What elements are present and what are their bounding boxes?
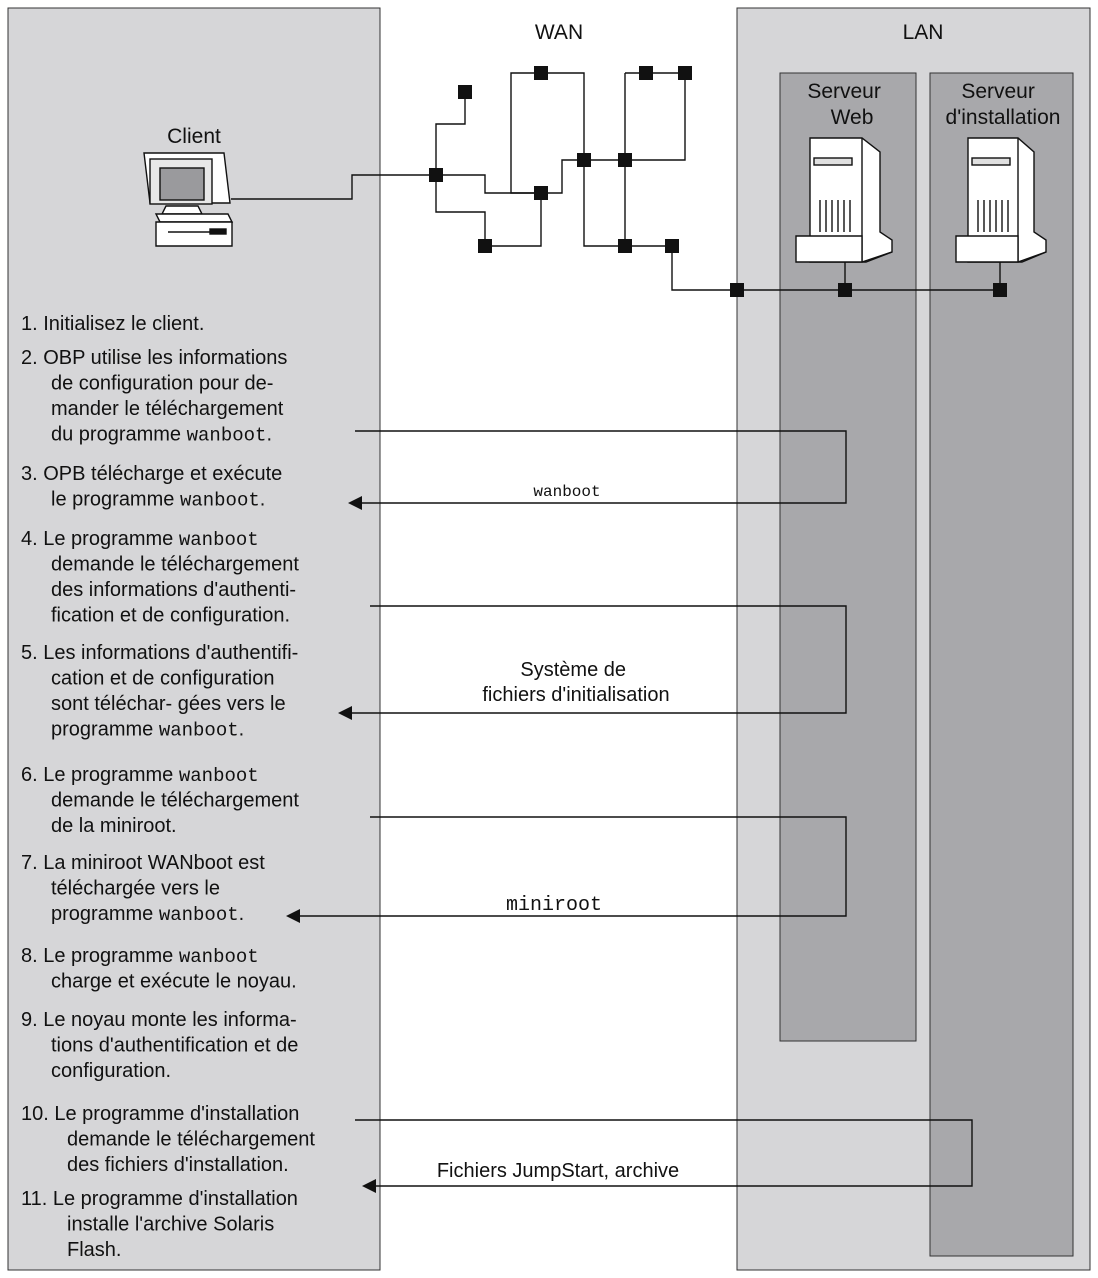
transfer-wanboot: wanboot [348, 430, 847, 510]
step-2-line-4: du programme wanboot. [51, 424, 272, 447]
step-6-line-2: demande le téléchargement [51, 790, 299, 812]
wan-network [231, 66, 1007, 297]
web-server-label: Serveur Web [807, 80, 886, 129]
step-10-line-2: demande le téléchargement [67, 1129, 315, 1151]
step-8-line-1: 8. Le programme wanboot [21, 945, 259, 968]
miniroot-transfer-label: miniroot [506, 894, 602, 917]
install-server-column [929, 72, 1074, 1257]
transfer-miniroot: miniroot [286, 816, 847, 923]
step-5-line-1: 5. Les informations d'authentifi- [21, 642, 298, 664]
arrowhead-icon [362, 1179, 376, 1193]
step-1-line-1: 1. Initialisez le client. [21, 313, 204, 335]
step-10-line-3: des fichiers d'installation. [67, 1154, 289, 1176]
step-11-line-3: Flash. [67, 1239, 121, 1261]
bootfs-transfer-label: Système de fichiers d'initialisation [482, 659, 669, 706]
step-4-line-1: 4. Le programme wanboot [21, 528, 259, 551]
install-server-label: Serveur d'installation [946, 80, 1061, 129]
steps-list: 1. Initialisez le client. 2. OBP utilise … [21, 313, 315, 1261]
step-6-line-3: de la miniroot. [51, 815, 177, 837]
step-5-line-3: sont téléchar- gées vers le [51, 693, 286, 715]
step-6-line-1: 6. Le programme wanboot [21, 764, 259, 787]
client-computer-icon [143, 152, 234, 247]
step-9-line-3: configuration. [51, 1060, 171, 1082]
arrowhead-icon [286, 909, 300, 923]
step-10-line-1: 10. Le programme d'installation [21, 1103, 299, 1125]
client-label: Client [167, 125, 221, 148]
step-3-line-1: 3. OPB télécharge et exécute [21, 463, 282, 485]
step-5-line-4: programme wanboot. [51, 719, 244, 742]
install-server-icon [955, 137, 1047, 263]
step-4-line-2: demande le téléchargement [51, 554, 299, 576]
step-8-line-2: charge et exécute le noyau. [51, 971, 297, 993]
step-7-line-3: programme wanboot. [51, 903, 244, 926]
step-2-line-1: 2. OBP utilise les informations [21, 347, 287, 369]
arrowhead-icon [348, 496, 362, 510]
step-2-line-3: mander le téléchargement [51, 398, 284, 420]
step-3-line-2: le programme wanboot. [51, 489, 265, 512]
step-9-line-1: 9. Le noyau monte les informa- [21, 1009, 297, 1031]
wan-label: WAN [535, 21, 583, 44]
lan-label: LAN [903, 21, 944, 44]
web-server-icon [795, 137, 893, 263]
step-9-line-2: tions d'authentification et de [51, 1035, 298, 1057]
step-11-line-2: installe l'archive Solaris [67, 1214, 274, 1236]
transfer-bootfs: Système de fichiers d'initialisation [338, 605, 847, 720]
arrowhead-icon [338, 706, 352, 720]
transfer-jumpstart: Fichiers JumpStart, archive [355, 1119, 973, 1193]
step-4-line-4: fication et de configuration. [51, 605, 290, 627]
wanboot-transfer-label: wanboot [533, 483, 600, 501]
step-7-line-2: téléchargée vers le [51, 878, 220, 900]
step-4-line-3: des informations d'authenti- [51, 579, 296, 601]
step-2-line-2: de configuration pour de- [51, 373, 273, 395]
jumpstart-transfer-label: Fichiers JumpStart, archive [437, 1160, 679, 1182]
step-7-line-1: 7. La miniroot WANboot est [21, 852, 265, 874]
step-5-line-2: cation et de configuration [51, 668, 275, 690]
step-11-line-1: 11. Le programme d'installation [21, 1188, 298, 1210]
